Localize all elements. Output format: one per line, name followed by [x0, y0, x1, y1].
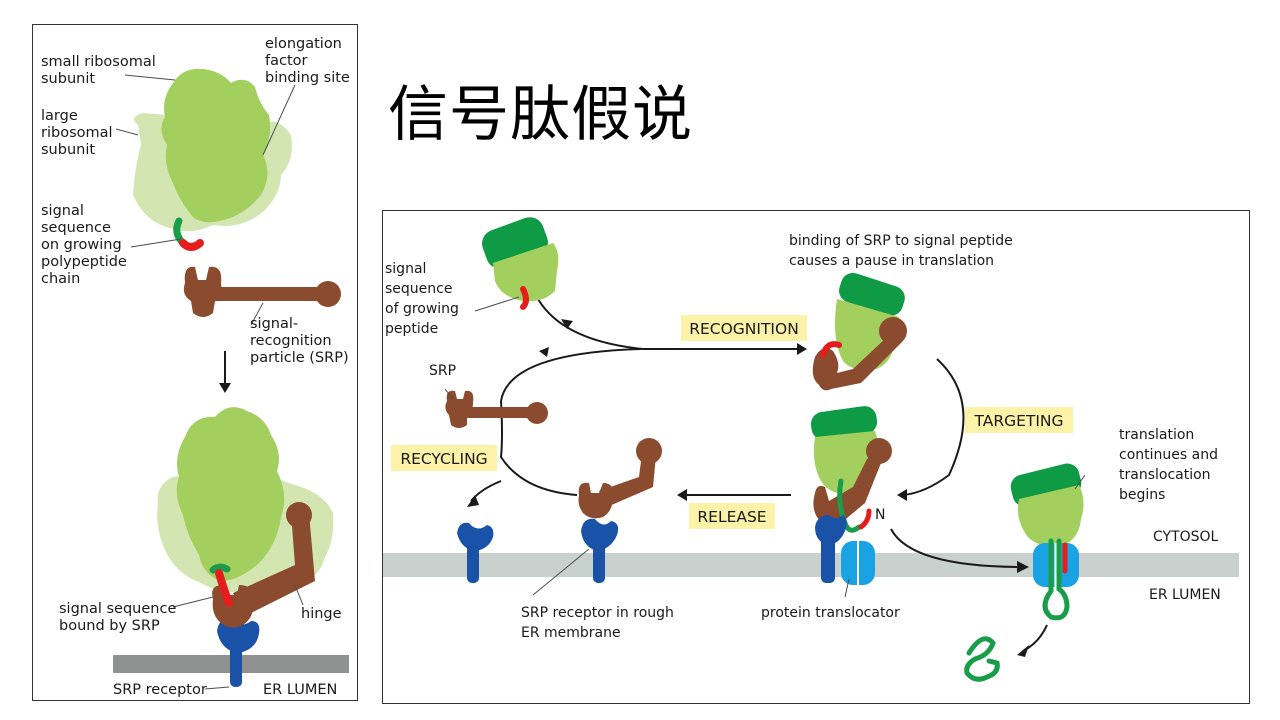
recycling-tag: RECYCLING	[391, 445, 497, 471]
ribosome-top	[133, 68, 292, 251]
ribosome-targeting	[810, 406, 892, 585]
ribosome-signal-seq	[482, 217, 559, 310]
srp-receptor-left	[217, 618, 260, 687]
down-arrow	[219, 351, 231, 393]
srp-bottom-arm	[233, 513, 315, 615]
srp-top-rod	[213, 287, 333, 301]
er-lumen-label-right: ER LUMEN	[1149, 587, 1221, 603]
released-polypeptide	[964, 636, 1000, 682]
srp-free	[445, 390, 548, 428]
targeting-tag: TARGETING	[965, 407, 1073, 433]
flow-arrows	[470, 298, 1048, 652]
n-terminus-label: N	[875, 507, 885, 523]
er-lumen-label-left: ER LUMEN	[263, 682, 337, 698]
srp-top	[183, 266, 341, 317]
recognition-tag: RECOGNITION	[681, 315, 807, 341]
srp-top-head	[183, 266, 222, 317]
arrow-heads	[467, 319, 1029, 657]
er-membrane-right	[383, 553, 1239, 577]
srp-release	[578, 438, 662, 583]
signal-bound-green	[209, 563, 231, 574]
small-ribosomal-subunit-bottom	[176, 407, 285, 581]
srp-receptor-label: SRP receptor	[113, 682, 207, 698]
srp-top-end	[315, 281, 341, 307]
cytosol-label: CYTOSOL	[1153, 529, 1219, 545]
signal-bound-red	[215, 569, 233, 607]
ribosome-recognition	[812, 272, 907, 391]
srp-receptor-free	[457, 522, 494, 583]
svg-text:RECYCLING: RECYCLING	[400, 450, 487, 468]
right-diagram-panel: RECOGNITION TARGETING RECYCLING RELEASE …	[382, 210, 1250, 704]
svg-text:RECOGNITION: RECOGNITION	[689, 320, 799, 338]
small-ribosomal-subunit-shape	[161, 68, 271, 223]
svg-text:TARGETING: TARGETING	[973, 412, 1063, 430]
left-leader-lines	[115, 74, 304, 690]
right-leader-lines	[444, 296, 1086, 598]
right-diagram-svg: RECOGNITION TARGETING RECYCLING RELEASE …	[383, 217, 1239, 682]
ribosome-bottom	[157, 407, 334, 593]
svg-text:RELEASE: RELEASE	[697, 508, 766, 526]
release-tag: RELEASE	[689, 503, 775, 529]
ribosome-translocation	[1010, 463, 1084, 621]
hinge-label: hinge	[301, 606, 342, 622]
signal-sequence-red	[179, 239, 204, 251]
translocator-note-label: protein translocator	[761, 605, 900, 621]
srp-bottom-end	[286, 502, 312, 528]
srp-label-right: SRP	[429, 363, 456, 379]
page-title: 信号肽假说	[388, 80, 693, 150]
